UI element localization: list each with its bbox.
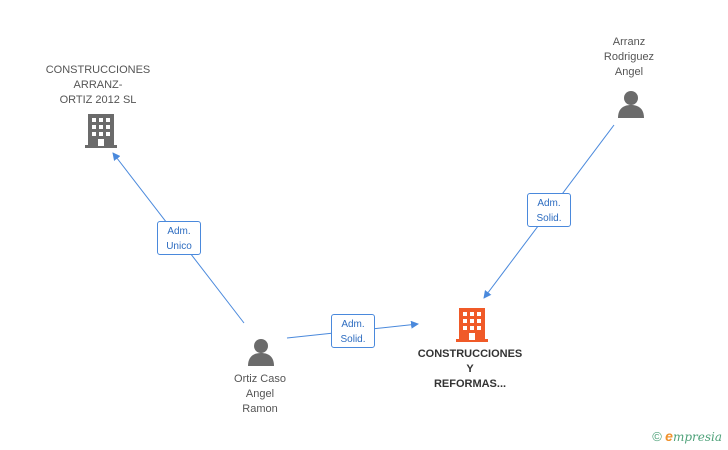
edge-tag-adm-solid[interactable]: Adm. Solid. [527, 193, 571, 227]
edge-tag-line2: Unico [166, 241, 192, 252]
brand-e: e [665, 428, 673, 444]
company-main-label[interactable]: CONSTRUCCIONES Y REFORMAS... [417, 348, 523, 390]
copyright-symbol: © [652, 429, 662, 444]
company-arranz-ortiz-label[interactable]: CONSTRUCCIONES ARRANZ- ORTIZ 2012 SL [45, 64, 151, 106]
brand-name: mpresia [672, 430, 722, 444]
edge-tag-line1: Adm. [341, 319, 365, 330]
empresia-logo: © empresia [652, 428, 722, 444]
person-ortiz-caso-label[interactable]: Ortiz Caso Angel Ramon [234, 373, 286, 415]
edge-tag-line1: Adm. [167, 226, 191, 237]
edge-tag-adm-unico[interactable]: Adm. Unico [157, 221, 201, 255]
person-icon[interactable] [247, 338, 275, 366]
edge-tag-line2: Solid. [340, 334, 366, 345]
building-icon[interactable] [85, 114, 117, 148]
person-arranz-rodriguez-label[interactable]: Arranz Rodriguez Angel [603, 36, 655, 78]
edge-tag-line2: Solid. [536, 213, 562, 224]
edge-tag-adm-solid[interactable]: Adm. Solid. [331, 314, 375, 348]
building-icon[interactable] [456, 308, 488, 342]
edge-tag-line1: Adm. [537, 198, 561, 209]
person-icon[interactable] [617, 90, 645, 118]
